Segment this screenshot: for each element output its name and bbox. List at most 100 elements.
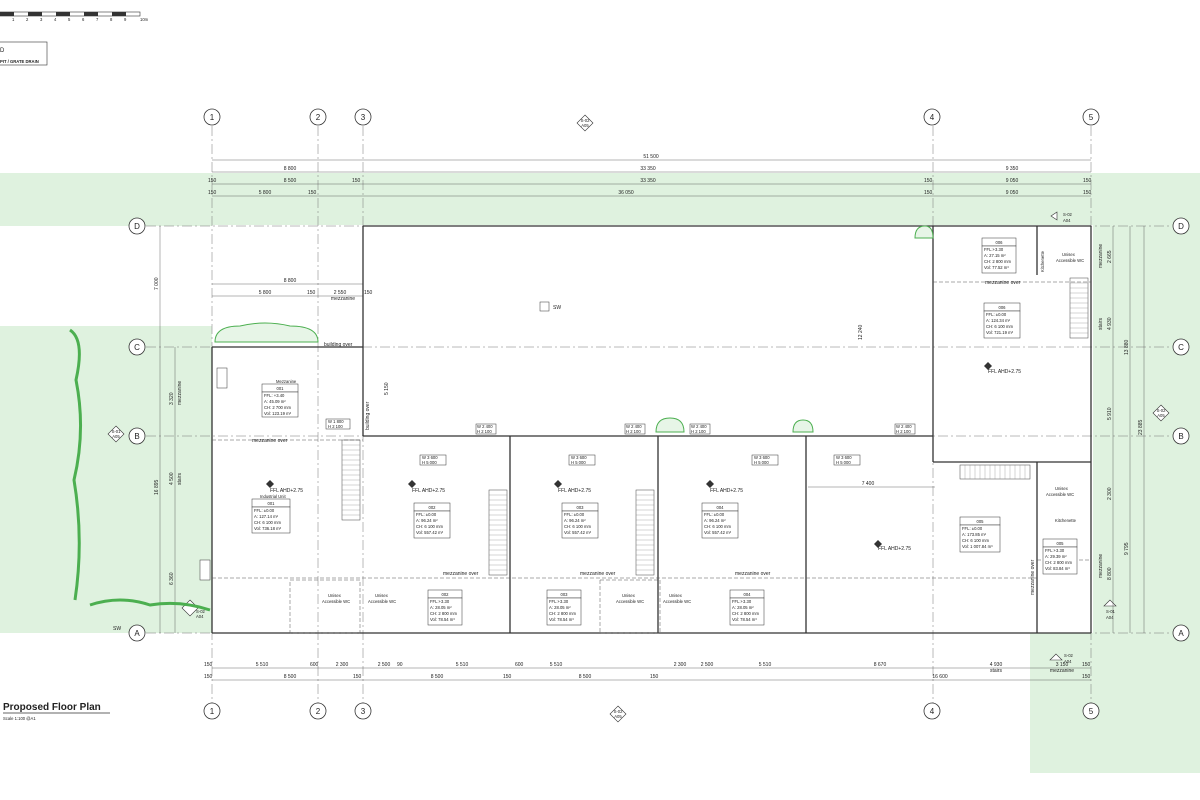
svg-text:A: 28.05 m²: A: 28.05 m²: [549, 605, 571, 610]
svg-text:A: 27.15 m²: A: 27.15 m²: [984, 253, 1006, 258]
svg-text:A: 96.24 m²: A: 96.24 m²: [704, 518, 726, 523]
svg-text:A: 173.85 m²: A: 173.85 m²: [962, 532, 987, 537]
svg-text:W 3 600: W 3 600: [754, 455, 770, 460]
svg-text:mezzanine: mezzanine: [1050, 668, 1074, 674]
scale-tick-5: 5: [68, 17, 71, 22]
svg-text:Industrial Unit: Industrial Unit: [260, 494, 286, 499]
svg-text:H 2 100: H 2 100: [477, 429, 492, 434]
grid-bubble-4-top: 4: [923, 108, 941, 126]
ffl-ahd-u006: FFL AHD+2.75: [988, 369, 1021, 375]
svg-text:A05: A05: [614, 714, 622, 719]
svg-text:A04: A04: [1064, 659, 1072, 664]
svg-text:8 500: 8 500: [579, 674, 592, 680]
svg-text:W 2 400: W 2 400: [626, 424, 642, 429]
svg-text:150: 150: [1082, 662, 1091, 668]
svg-text:S-02: S-02: [1064, 653, 1074, 658]
stair-treads: [342, 282, 1088, 571]
svg-text:9 050: 9 050: [1006, 178, 1019, 184]
grid-bubble-2-bottom: 2: [309, 702, 327, 720]
svg-text:S-01: S-01: [1106, 609, 1116, 614]
svg-text:A: 96.24 m²: A: 96.24 m²: [564, 518, 586, 523]
svg-text:001: 001: [268, 501, 276, 506]
svg-text:A: 96.24 m²: A: 96.24 m²: [416, 518, 438, 523]
svg-text:S-02: S-02: [614, 709, 624, 714]
svg-text:A: A: [134, 629, 140, 638]
annotations: building over building over SW SW mezzan…: [113, 280, 1036, 632]
svg-text:H 5 000: H 5 000: [571, 460, 586, 465]
svg-text:3: 3: [361, 707, 366, 716]
grid-bubble-A-left: A: [128, 624, 146, 642]
svg-text:90: 90: [397, 662, 403, 668]
scale-tick-7: 7: [96, 17, 99, 22]
grid-bubble-1-bottom: 1: [203, 702, 221, 720]
mezz-over-label-6: mezzanine over: [1030, 559, 1036, 595]
svg-text:FFL:+3.30: FFL:+3.30: [732, 599, 752, 604]
svg-text:4: 4: [930, 707, 935, 716]
svg-text:003: 003: [577, 505, 585, 510]
svg-text:FFL: ±0.00: FFL: ±0.00: [416, 512, 437, 517]
svg-text:006: 006: [996, 240, 1004, 245]
scale-tick-6: 6: [82, 17, 85, 22]
svg-text:4 930: 4 930: [1107, 317, 1113, 330]
svg-text:A04: A04: [1063, 218, 1071, 223]
scale-tick-2: 2: [26, 17, 29, 22]
drawing-title: Proposed Floor Plan Scale 1:100 @A1: [3, 702, 110, 721]
svg-text:A: 28.05 m²: A: 28.05 m²: [430, 605, 452, 610]
legend-box: D PIT / GRATE DRAIN: [0, 41, 48, 66]
svg-text:150: 150: [307, 290, 316, 296]
ffl-ahd-u001: FFL AHD+2.75: [270, 488, 303, 494]
dims-bottom: 150 5 510 600 2 300 2 500 90 5 510 600 5…: [204, 662, 1091, 681]
ffl-ahd-u004: FFL AHD+2.75: [710, 488, 743, 494]
svg-text:005: 005: [1057, 541, 1065, 546]
wc-label-4a: Unisex: [669, 593, 683, 598]
grid-bubble-3-bottom: 3: [354, 702, 372, 720]
svg-text:H 2 100: H 2 100: [896, 429, 911, 434]
svg-text:D: D: [134, 222, 140, 231]
svg-text:FFL:+3.30: FFL:+3.30: [1045, 548, 1065, 553]
svg-text:CH: 6 100 mm: CH: 6 100 mm: [564, 524, 592, 529]
svg-text:CH: 2 800 mm: CH: 2 800 mm: [984, 259, 1012, 264]
svg-text:5 800: 5 800: [259, 290, 272, 296]
svg-text:7 400: 7 400: [862, 481, 875, 487]
unit-005-mezz: 005 FFL:+3.30 A: 29.39 m² CH: 2 800 mm V…: [1042, 538, 1078, 575]
svg-text:A: 127.14 m²: A: 127.14 m²: [254, 514, 279, 519]
svg-text:6 360: 6 360: [169, 572, 175, 585]
svg-text:C: C: [1178, 343, 1184, 352]
svg-text:150: 150: [308, 190, 317, 196]
unit-001: Industrial Unit 001 FFL: ±0.00 A: 127.14…: [251, 494, 291, 534]
svg-text:150: 150: [208, 190, 217, 196]
mezz-over-label-4: mezzanine over: [735, 571, 771, 577]
svg-text:FFL:+3.30: FFL:+3.30: [430, 599, 450, 604]
grid-bubble-5-top: 5: [1082, 108, 1100, 126]
svg-text:002: 002: [442, 592, 450, 597]
grid-bubble-2-top: 2: [309, 108, 327, 126]
svg-text:5 800: 5 800: [259, 190, 272, 196]
svg-text:Vol: 78.54 m³: Vol: 78.54 m³: [430, 617, 455, 622]
grid-bubble-A-right: A: [1172, 624, 1190, 642]
svg-text:2: 2: [316, 113, 321, 122]
svg-text:150: 150: [352, 178, 361, 184]
unit-003-mezz: 003 FFL:+3.30 A: 28.05 m² CH: 2 800 mm V…: [546, 589, 582, 626]
svg-text:004: 004: [717, 505, 725, 510]
svg-text:600: 600: [515, 662, 524, 668]
svg-text:150: 150: [924, 178, 933, 184]
drawing-title-main: Proposed Floor Plan: [3, 702, 101, 713]
svg-text:mezzanine: mezzanine: [1098, 554, 1104, 578]
svg-text:9 350: 9 350: [1006, 166, 1019, 172]
dims-mezz-inner: 8 800 5 800 150 2 550 150 mezzanine 12 2…: [212, 278, 935, 488]
wc-label-6a: Unisex: [1055, 486, 1069, 491]
svg-text:A: A: [1178, 629, 1184, 638]
svg-text:5 510: 5 510: [256, 662, 269, 668]
ffl-ahd-u003: FFL AHD+2.75: [558, 488, 591, 494]
svg-text:S-02: S-02: [1157, 408, 1167, 413]
wc-label-5b: Accessible WC: [1056, 258, 1084, 263]
landscape-zones: [0, 173, 1200, 773]
stair-unit-003: [635, 489, 655, 576]
